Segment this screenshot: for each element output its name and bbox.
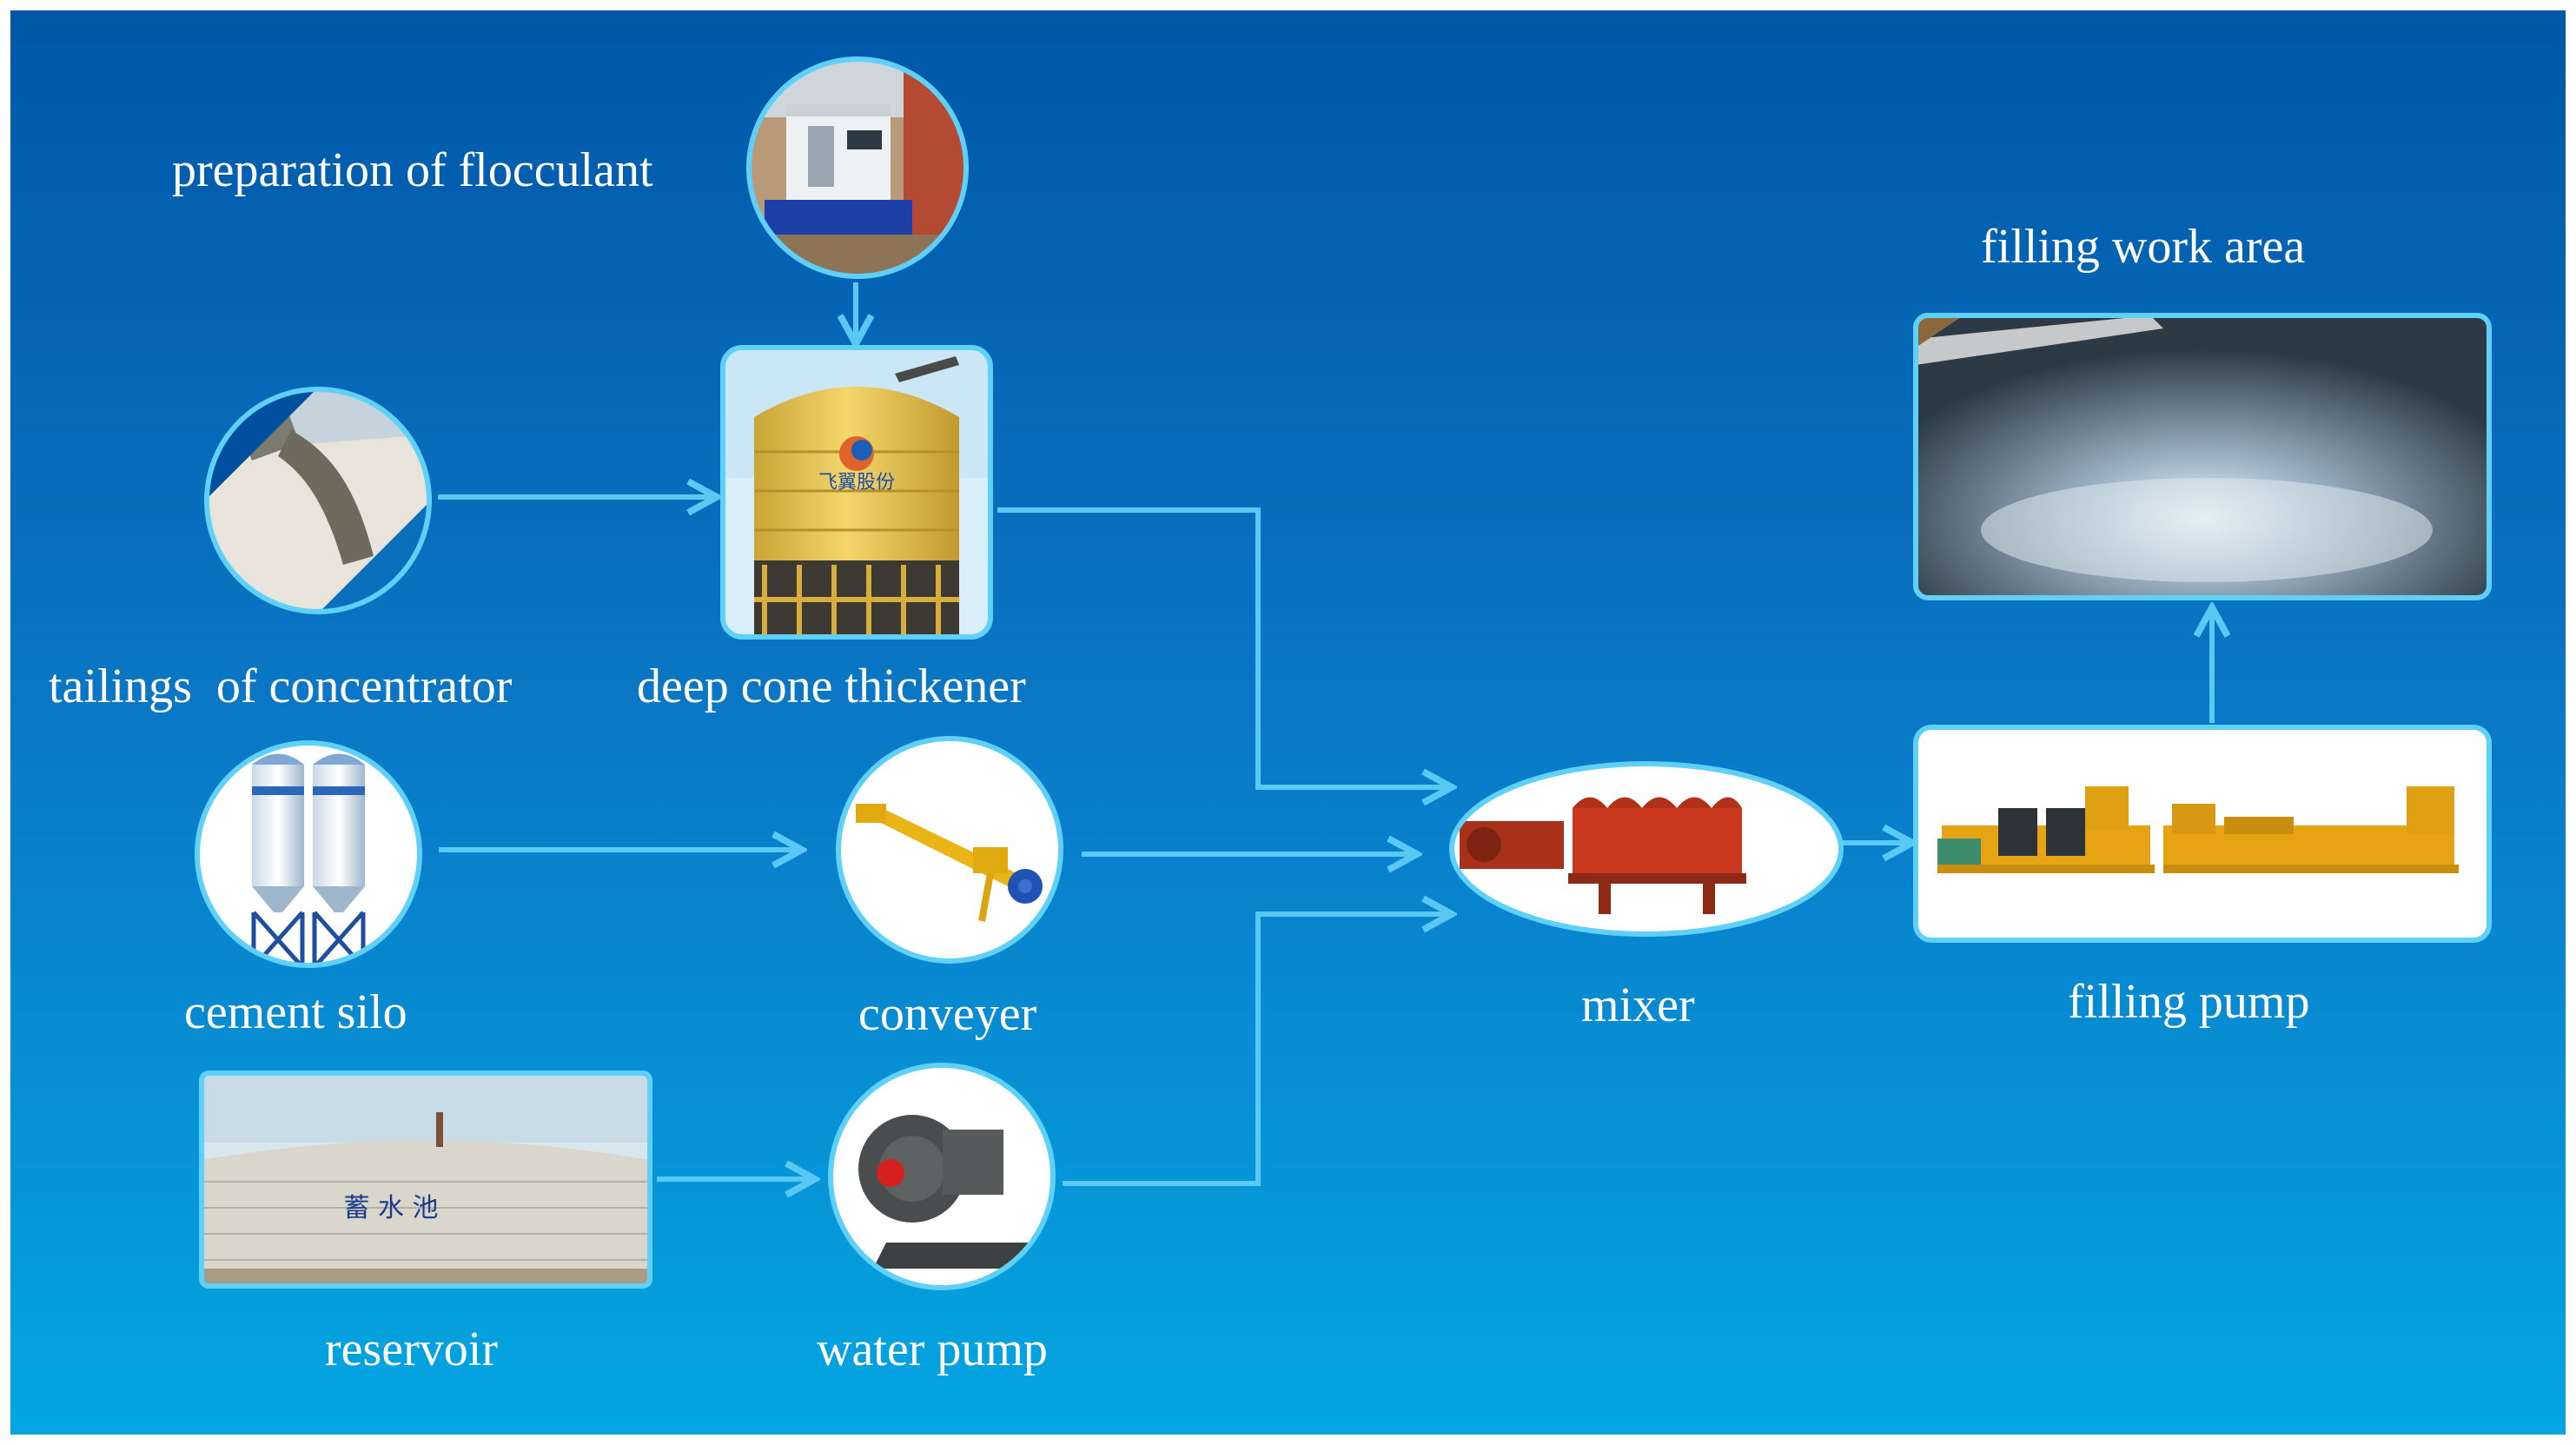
underground-stope-photo: [1916, 315, 2489, 598]
slurry-pump-photo: [831, 1065, 1053, 1288]
screw-conveyor-photo: [838, 739, 1061, 961]
filling-pump-node: filling pump: [1913, 725, 2492, 1029]
arrow-water-pump-to-mixer: [1063, 914, 1449, 1186]
yellow-thickener-tank-photo: [723, 348, 990, 637]
reservoir-node: 蓄 水 池 reservoir: [199, 1070, 652, 1376]
flocculant-label: preparation of flocculant: [172, 143, 653, 197]
tailings-label: tailings of concentrator: [49, 660, 513, 713]
thickener-node: 飞翼股份 deep cone thickener: [637, 345, 1026, 713]
arrow-thickener-to-mixer: [997, 507, 1449, 787]
reservoir-label: reservoir: [325, 1322, 498, 1376]
conveyer-label: conveyer: [858, 987, 1037, 1041]
work-area-label: filling work area: [1981, 220, 2305, 274]
flow-arrows: [438, 282, 2212, 1183]
mixer-label: mixer: [1581, 978, 1695, 1032]
cement-silos-photo: [197, 743, 420, 965]
reservoir-sign-text: 蓄 水 池: [343, 1193, 438, 1223]
water-pump-node: water pump: [817, 1063, 1056, 1376]
cement-silo-label: cement silo: [184, 985, 407, 1039]
tailings-node: tailings of concentrator: [49, 387, 513, 713]
cement-silo-node: cement silo: [184, 740, 422, 1039]
thickener-logo-text: 飞翼股份: [818, 472, 895, 494]
water-reservoir-photo: [202, 1073, 650, 1286]
thickener-label: deep cone thickener: [637, 660, 1026, 713]
work-area-node: filling work area: [1913, 220, 2492, 600]
conveyer-node: conveyer: [836, 736, 1063, 1041]
filling-pump-label: filling pump: [2068, 975, 2309, 1029]
mixer-node: mixer: [1449, 761, 1844, 1032]
tailings-discharge-pipe-photo: [207, 389, 429, 612]
flocculant-node: preparation of flocculant: [172, 56, 969, 279]
filling-pump-units-photo: [1916, 727, 2489, 940]
water-pump-label: water pump: [817, 1322, 1048, 1376]
twin-shaft-mixer-photo: [1452, 764, 1841, 934]
